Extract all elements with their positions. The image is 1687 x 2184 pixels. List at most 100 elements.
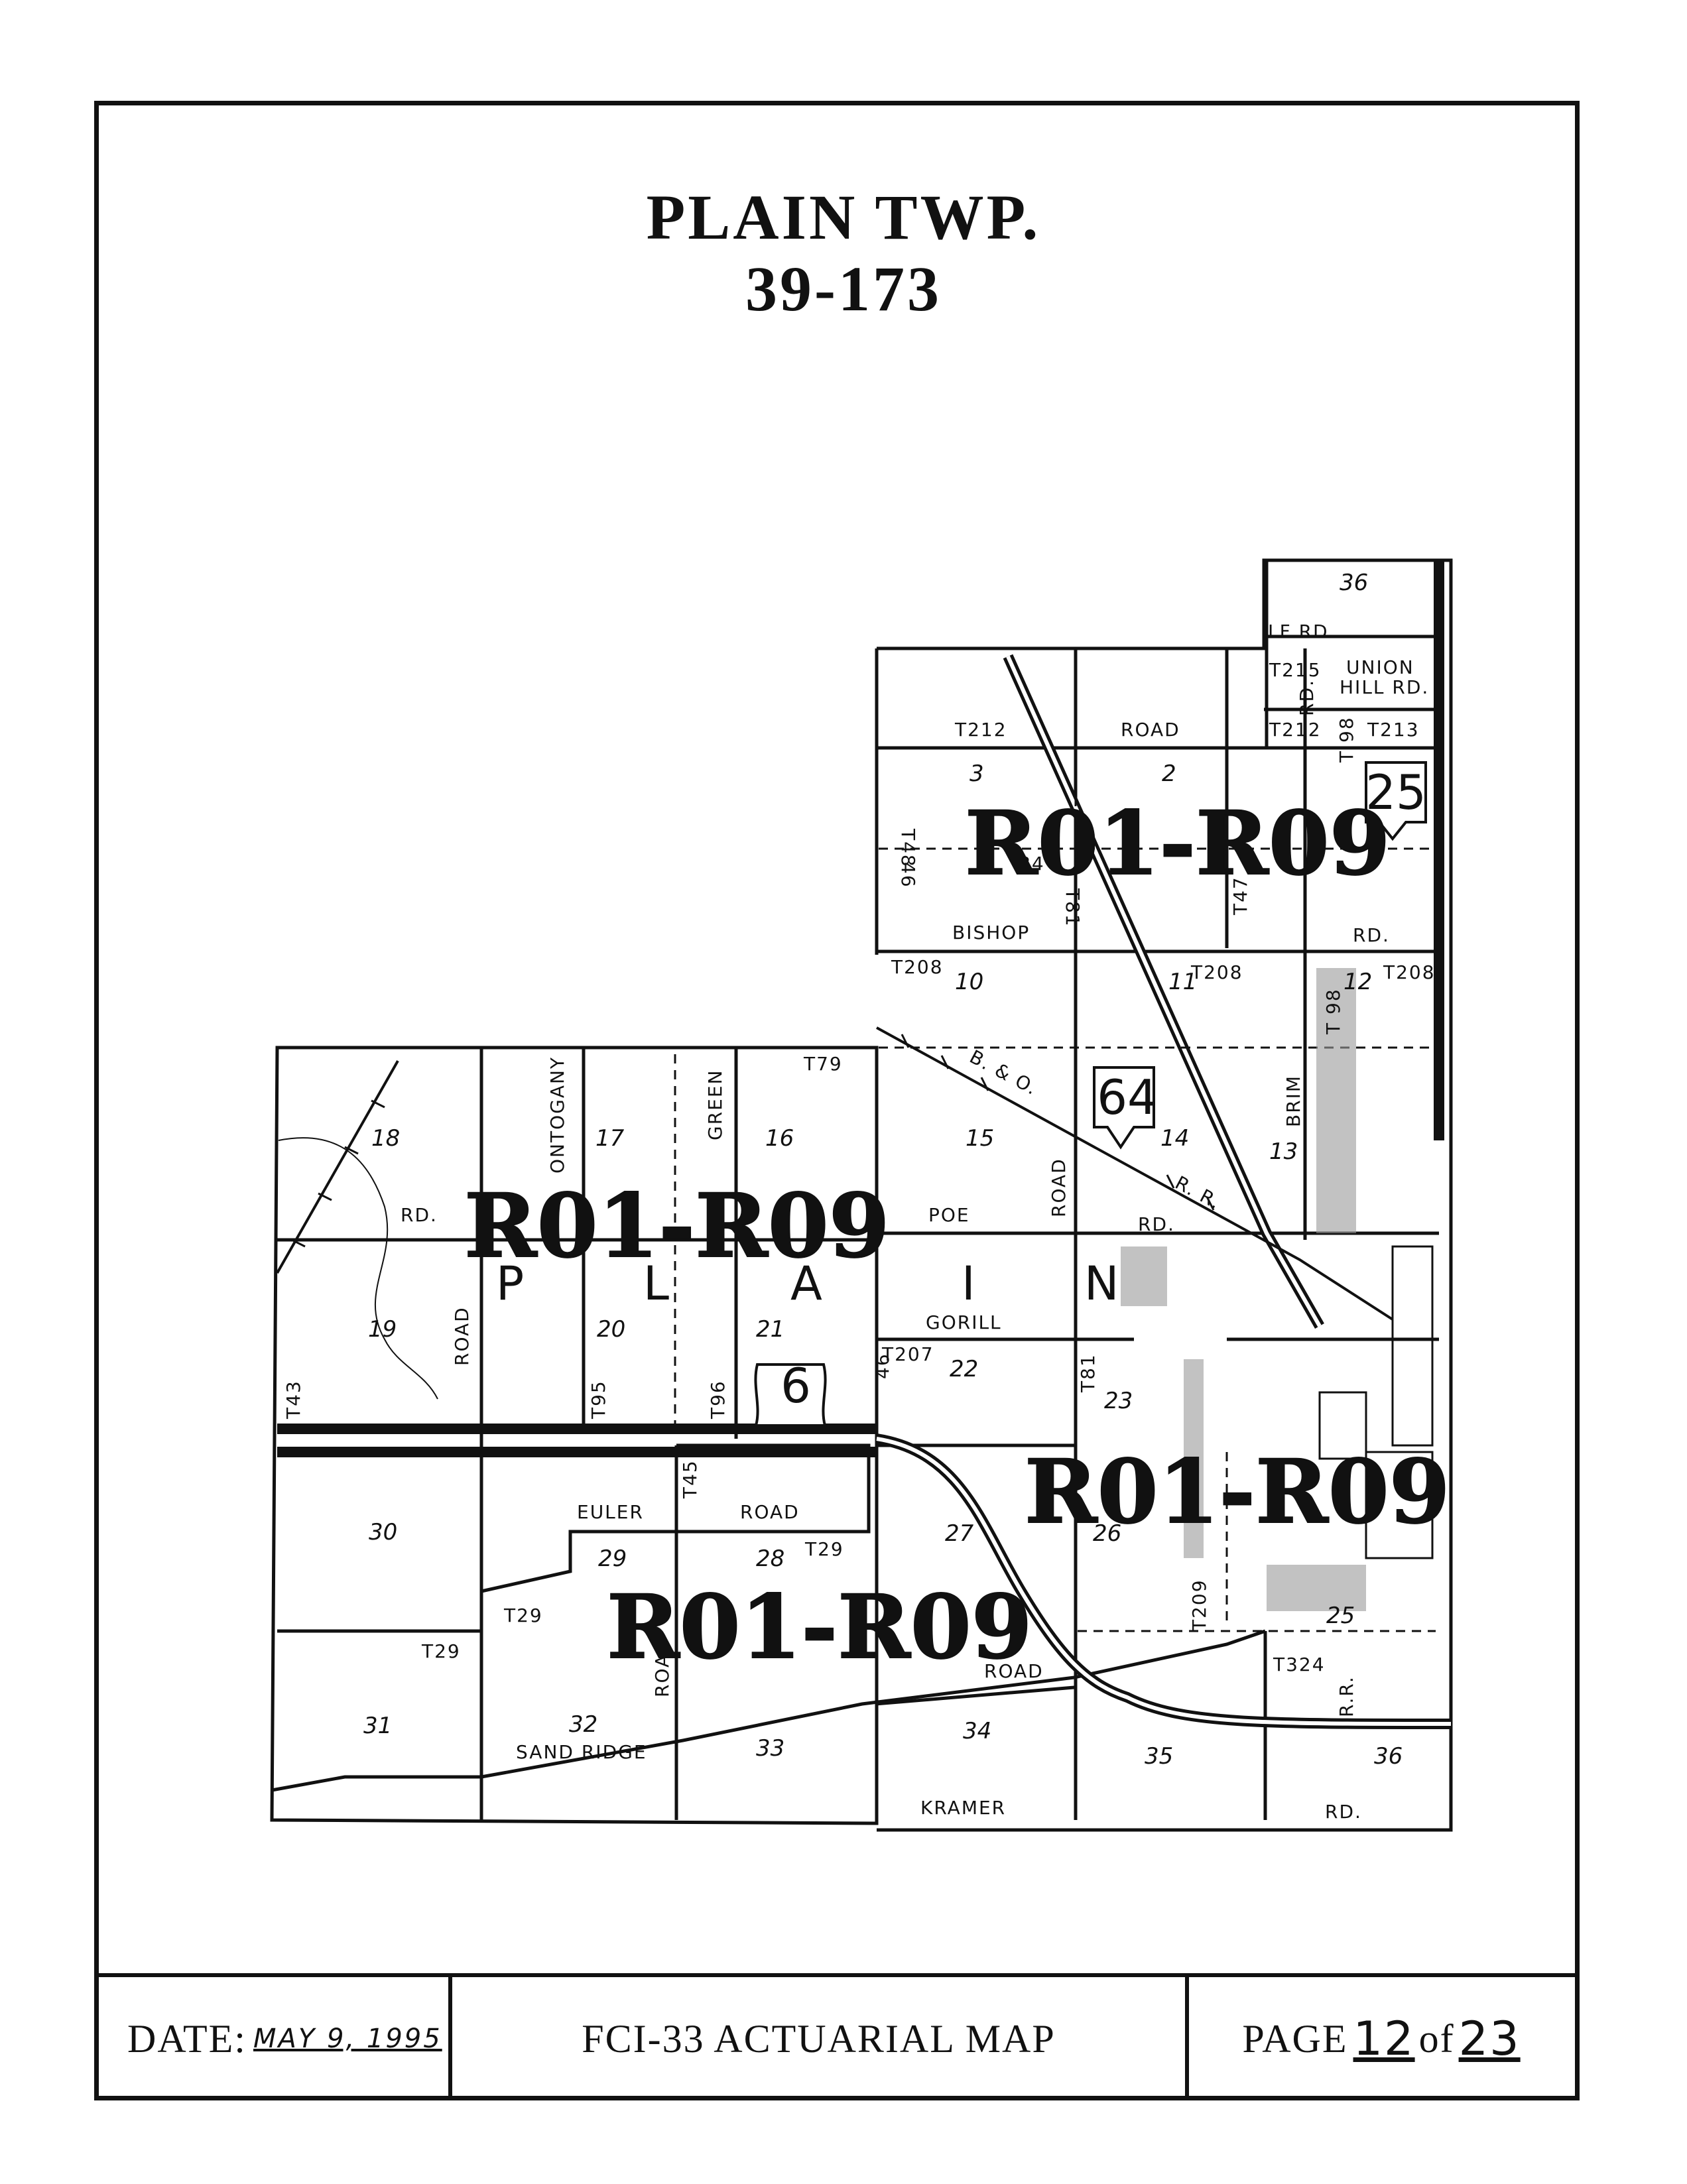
road-label: T81 <box>1077 1353 1099 1393</box>
section-label: 22 <box>950 1356 978 1382</box>
road-label: ROAD <box>451 1306 473 1366</box>
road-label: RD. <box>1296 679 1318 716</box>
section-label: 19 <box>368 1316 397 1343</box>
road-label: 84 <box>1019 853 1045 875</box>
road-label: T215 <box>1269 659 1322 681</box>
map-title: PLAIN TWP. <box>646 182 1041 253</box>
road-label: GREEN <box>704 1069 726 1140</box>
road-label: GORILL <box>926 1311 1002 1333</box>
section-label: 17 <box>595 1125 625 1152</box>
road-label: 46 <box>897 862 919 888</box>
rating-zone-label: R01-R09 <box>1025 1441 1450 1544</box>
page-total: 23 <box>1458 2012 1521 2066</box>
date-value: MAY 9, 1995 <box>253 2024 442 2054</box>
section-label: 11 <box>1168 969 1197 995</box>
road-label: T212 <box>1269 719 1322 741</box>
page-label: PAGE <box>1242 2016 1348 2061</box>
road-label: T48 <box>897 828 919 868</box>
map-name-cell: FCI-33 ACTUARIAL MAP <box>452 1977 1185 2100</box>
road-label: RD. <box>1353 924 1390 946</box>
section-label: 3 <box>969 760 984 787</box>
road-label: RD. <box>1325 1801 1362 1823</box>
section-label: 26 <box>1093 1520 1121 1547</box>
road-label: 46 <box>871 1353 893 1379</box>
section-label: 23 <box>1104 1388 1133 1414</box>
road-label: BRIM <box>1282 1075 1304 1127</box>
township-letter: A <box>790 1256 822 1311</box>
road-label: BISHOP <box>952 922 1030 943</box>
map-name: FCI-33 ACTUARIAL MAP <box>582 2016 1056 2061</box>
section-label: 16 <box>765 1125 794 1152</box>
road-label: T79 <box>803 1053 843 1075</box>
road-label: T207 <box>881 1343 934 1365</box>
road-label: ROAD <box>984 1660 1044 1682</box>
road-label: KRAMER <box>920 1797 1006 1819</box>
section-label: 36 <box>1340 570 1368 596</box>
road-label: ONTOGANY <box>546 1056 568 1174</box>
rating-zone-label: R01-R09 <box>607 1576 1032 1679</box>
road-label: T43 <box>282 1380 304 1420</box>
section-label: 18 <box>371 1125 400 1152</box>
road-label: T212 <box>954 719 1007 741</box>
road-label: ROAD <box>1121 719 1180 741</box>
section-label: 20 <box>597 1316 625 1343</box>
road-label: T81 <box>1062 888 1084 928</box>
section-label: 31 <box>363 1713 392 1739</box>
section-label: 12 <box>1343 969 1372 995</box>
map-footer: DATE: MAY 9, 1995 FCI-33 ACTUARIAL MAP P… <box>94 1973 1580 2100</box>
section-label: 36 <box>1374 1743 1403 1770</box>
road-label: RD. <box>401 1204 438 1226</box>
road-label: T29 <box>503 1605 543 1626</box>
state-route-64-shield: 64 <box>1097 1069 1158 1125</box>
map-subtitle: 39-173 <box>745 253 942 324</box>
section-label: 35 <box>1145 1743 1173 1770</box>
road-label: T29 <box>421 1640 461 1662</box>
road-label: EULER <box>577 1501 644 1523</box>
road-label: T45 <box>679 1459 701 1499</box>
road-label: T96 <box>707 1380 729 1420</box>
road-label: T 98 <box>1336 716 1357 763</box>
road-label: POE <box>928 1204 970 1226</box>
road-label: HILL RD. <box>1340 676 1429 698</box>
railroad-label: R. R. <box>1172 1172 1225 1214</box>
section-label: 32 <box>569 1711 597 1738</box>
road-label: T208 <box>891 956 944 978</box>
map-frame <box>94 101 1580 2100</box>
road-label: UNION <box>1346 656 1414 678</box>
date-cell: DATE: MAY 9, 1995 <box>127 1977 446 2100</box>
road-label: T 98 <box>1322 988 1344 1035</box>
rating-zone-label: R01-R09 <box>965 792 1391 895</box>
section-label: 34 <box>963 1718 991 1744</box>
road-label: T209 <box>1188 1579 1210 1632</box>
page-cell: PAGE 12 of 23 <box>1189 1977 1574 2100</box>
road-label: T29 <box>804 1538 844 1560</box>
section-label: 30 <box>369 1519 397 1546</box>
us-route-6-shield: 6 <box>781 1358 811 1414</box>
road-label: ROAD <box>651 1638 673 1697</box>
section-label: 33 <box>756 1735 784 1762</box>
section-label: 28 <box>756 1546 784 1572</box>
state-route-25-shield: 25 <box>1365 764 1426 820</box>
road-label: T208 <box>1190 961 1243 983</box>
township-letter: N <box>1084 1256 1119 1311</box>
road-label: ROAD <box>1048 1158 1070 1217</box>
road-label: ROAD <box>740 1501 800 1523</box>
section-label: 10 <box>955 969 983 995</box>
road-label: RD. <box>1138 1213 1175 1235</box>
section-label: 2 <box>1162 760 1176 787</box>
road-label: T208 <box>1383 961 1436 983</box>
road-label: T213 <box>1367 719 1420 741</box>
road-label: T324 <box>1273 1654 1326 1675</box>
section-label: 14 <box>1160 1125 1189 1152</box>
section-label: 27 <box>945 1520 974 1547</box>
township-map: 6 64 25 36 3 2 10 11 12 18 17 16 15 14 1… <box>270 558 1453 1832</box>
township-letter: L <box>643 1256 669 1311</box>
section-label: 15 <box>966 1125 994 1152</box>
railroad-label: B. & O. <box>966 1046 1042 1100</box>
township-letter: I <box>962 1256 975 1311</box>
section-label: 29 <box>598 1546 627 1572</box>
page-number: 12 <box>1353 2012 1415 2066</box>
road-label: SAND RIDGE <box>516 1741 647 1763</box>
date-label: DATE: <box>127 2016 247 2061</box>
road-label: LF RD. <box>1268 621 1336 642</box>
